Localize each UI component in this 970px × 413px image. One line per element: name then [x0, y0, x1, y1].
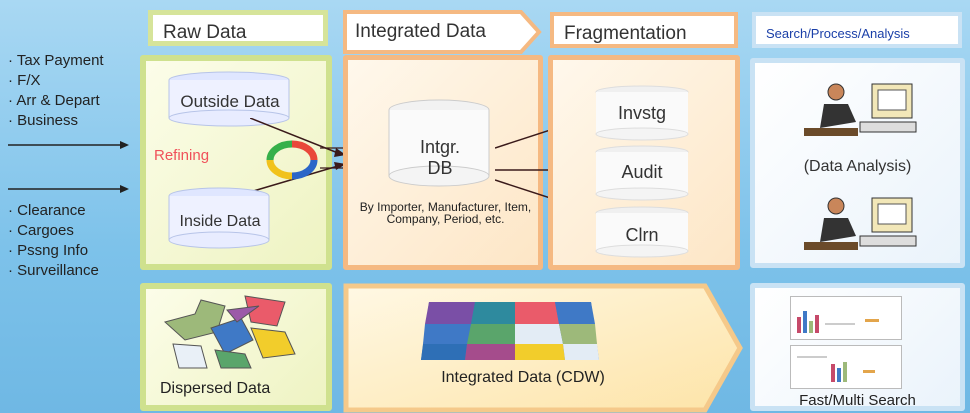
- list-item: · Cargoes: [8, 222, 74, 239]
- analysis-panel: [750, 58, 965, 268]
- data-analysis-label: (Data Analysis): [803, 158, 912, 175]
- integrated-puzzle-icon: [421, 302, 599, 360]
- chart-thumbnail-icon: [797, 356, 875, 382]
- list-item: · Pssng Info: [8, 242, 89, 259]
- header-fragmentation: Fragmentation: [550, 12, 738, 48]
- integrated-db-line2: DB: [427, 158, 453, 178]
- refining-cycle-icon: [266, 140, 318, 180]
- list-item: · Surveillance: [8, 262, 99, 279]
- list-item: · Clearance: [8, 202, 86, 219]
- outside-data-label: Outside Data: [180, 92, 280, 111]
- integrated-db-cylinder: [388, 99, 490, 187]
- inside-data-label: Inside Data: [179, 213, 261, 230]
- fragment-label: Clrn: [625, 225, 659, 245]
- person-computer-icon: [804, 197, 917, 250]
- refining-label: Refining: [154, 147, 210, 164]
- audit-cylinder: [595, 145, 689, 201]
- fragment-label: Invstg: [617, 103, 667, 123]
- header-integrated-data: Integrated Data: [355, 21, 486, 42]
- left-arrows: [8, 141, 129, 193]
- header-integrated-arrow: [343, 10, 542, 54]
- chart-thumbnail-icon: [797, 311, 879, 333]
- inside-data-cylinder: [168, 187, 270, 249]
- fast-search-label: Fast/Multi Search: [799, 392, 916, 409]
- header-search-analysis: Search/Process/Analysis: [752, 12, 962, 48]
- dispersed-puzzle-icon: [163, 295, 296, 369]
- clrn-cylinder: [595, 206, 689, 258]
- person-computer-icon: [804, 83, 917, 136]
- header-raw-data: Raw Data: [148, 10, 328, 46]
- invstg-cylinder: [595, 85, 689, 141]
- integrated-db-caption: By Importer, Manufacturer, Item, Company…: [359, 200, 532, 226]
- list-item: · F/X: [8, 72, 41, 89]
- integrated-db-line1: Intgr.: [419, 137, 461, 157]
- fragment-label: Audit: [621, 162, 663, 182]
- search-screen-thumbnail: [790, 345, 902, 389]
- list-item: · Business: [8, 112, 79, 129]
- integrated-db-label: Intgr. DB: [385, 137, 495, 179]
- search-screen-thumbnail: [790, 296, 902, 340]
- cdw-label: Integrated Data (CDW): [441, 369, 605, 386]
- list-item: · Tax Payment: [8, 52, 104, 69]
- list-item: · Arr & Depart: [8, 92, 100, 109]
- left-list-bottom: · Clearance · Cargoes · Pssng Info · Sur…: [8, 201, 99, 281]
- dispersed-data-label: Dispersed Data: [160, 380, 271, 397]
- left-list-top: · Tax Payment · F/X · Arr & Depart · Bus…: [8, 51, 104, 131]
